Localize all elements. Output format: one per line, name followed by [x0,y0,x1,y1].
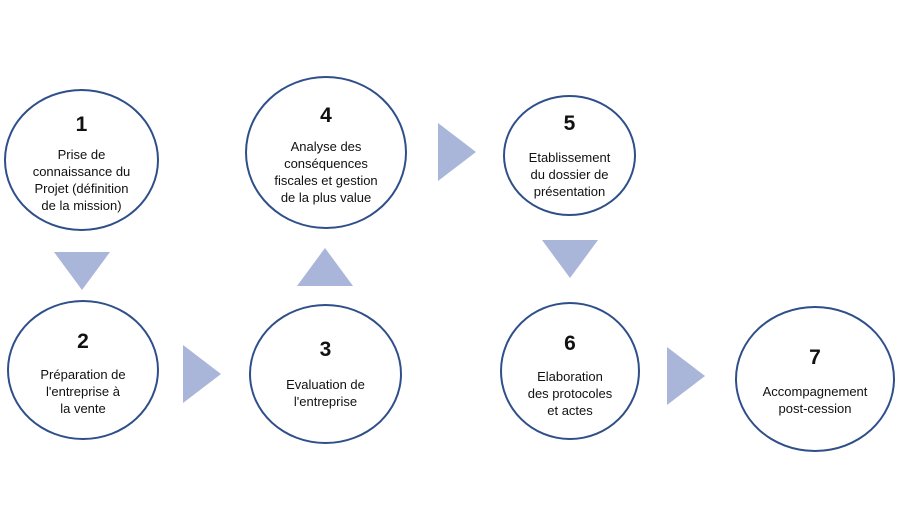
step-label: Elaboration des protocoles et actes [527,369,613,418]
arrow-down-icon [542,240,598,278]
step-label: Accompagnement post-cession [762,384,868,416]
step-2-circle: 2 Préparation de l'entreprise à la vente [7,300,159,440]
arrow-up-icon [297,248,353,286]
step-1-circle: 1 Prise de connaissance du Projet (défin… [4,89,159,231]
step-number: 2 [77,330,89,353]
step-3-circle: 3 Evaluation de l'entreprise [249,304,402,444]
step-number: 1 [75,113,88,136]
arrow-down-icon [54,252,110,290]
step-number: 4 [320,104,332,127]
step-label: Etablissement du dossier de présentation [528,150,611,199]
arrow-right-icon [183,345,221,403]
step-label: Prise de connaissance du Projet (définit… [32,147,131,213]
step-number: 5 [563,112,576,135]
step-label: Préparation de l'entreprise à la vente [40,367,126,416]
arrow-right-icon [667,347,705,405]
step-6-circle: 6 Elaboration des protocoles et actes [500,302,640,440]
step-5-circle: 5 Etablissement du dossier de présentati… [503,95,636,216]
step-number: 7 [809,346,821,369]
step-number: 6 [564,332,576,355]
step-number: 3 [319,338,332,361]
step-7-circle: 7 Accompagnement post-cession [735,306,895,452]
step-label: Evaluation de l'entreprise [286,377,365,409]
step-4-circle: 4 Analyse des conséquences fiscales et g… [245,76,407,229]
arrow-right-icon [438,123,476,181]
step-label: Analyse des conséquences fiscales et ges… [274,139,378,205]
